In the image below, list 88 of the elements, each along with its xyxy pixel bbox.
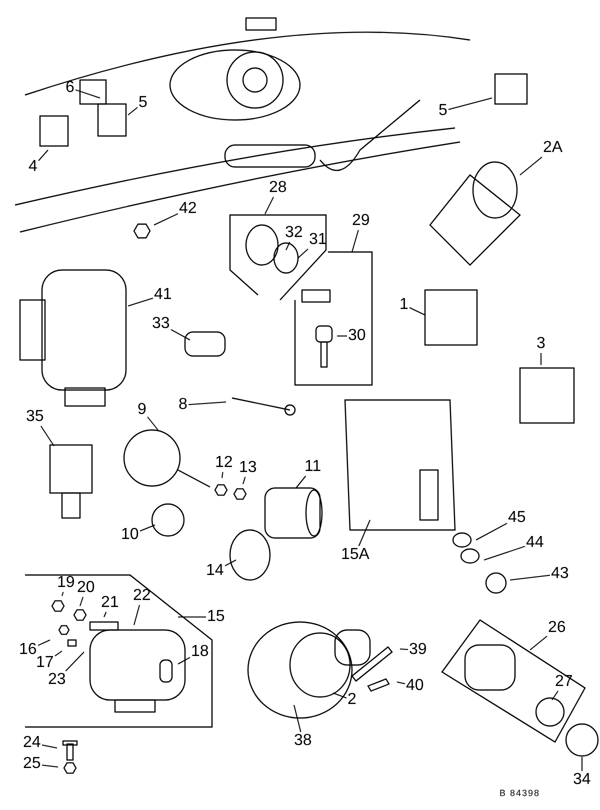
- callout-number: 21: [101, 595, 119, 611]
- callout-number: 15: [207, 609, 225, 625]
- leader-line: [54, 650, 62, 656]
- callout-number: 11: [304, 459, 322, 475]
- leader-line: [42, 764, 58, 768]
- callout-number: 2A: [543, 140, 563, 156]
- callout-number: 12: [215, 455, 233, 471]
- leader-line: [128, 298, 154, 306]
- leader-line: [552, 690, 558, 700]
- leader-line: [358, 520, 370, 546]
- callout-number: 22: [133, 588, 151, 604]
- callout-number: 42: [179, 201, 197, 217]
- leader-line: [286, 242, 290, 250]
- callout-number: 4: [28, 159, 38, 175]
- callout-number: 26: [548, 620, 566, 636]
- leader-line: [42, 744, 58, 748]
- leader-line: [352, 230, 359, 252]
- leader-line: [476, 522, 508, 540]
- leader-line: [484, 546, 526, 560]
- leader-line: [62, 592, 64, 596]
- leader-line: [298, 248, 308, 258]
- leader-line: [332, 692, 347, 698]
- leader-line: [530, 636, 548, 650]
- leader-line: [65, 652, 84, 672]
- leader-line: [38, 640, 50, 646]
- leader-line: [134, 604, 140, 626]
- leader-line: [510, 574, 550, 580]
- callout-number: 19: [57, 575, 75, 591]
- leader-line: [147, 416, 158, 430]
- callout-number: 9: [138, 402, 146, 418]
- callout-number: 31: [309, 232, 327, 248]
- leader-line: [178, 616, 206, 618]
- callout-number: 45: [508, 510, 526, 526]
- callout-number: 40: [406, 678, 424, 694]
- callout-number: 30: [348, 328, 366, 344]
- leader-line: [400, 648, 408, 650]
- callout-number: 5: [138, 95, 148, 111]
- leader-line: [104, 612, 107, 618]
- leader-line: [178, 656, 190, 664]
- callout-number: 13: [239, 460, 257, 476]
- callout-number: 35: [26, 409, 44, 425]
- callout-number: 18: [191, 644, 209, 660]
- drawing-reference-number: B 84398: [499, 788, 540, 798]
- leader-line: [40, 426, 54, 446]
- leader-line: [296, 476, 306, 488]
- leader-line: [264, 196, 274, 214]
- leader-line: [540, 352, 542, 366]
- callout-number: 24: [23, 735, 41, 751]
- callout-number: 32: [285, 225, 303, 241]
- leader-line: [224, 560, 236, 566]
- callout-number: 25: [23, 756, 41, 772]
- callout-number: 15A: [341, 547, 370, 563]
- leader-line: [188, 402, 226, 406]
- callout-number: 44: [526, 535, 544, 551]
- callout-number: 28: [269, 180, 287, 196]
- callout-number: 14: [206, 563, 224, 579]
- callout-number: 2: [348, 692, 356, 708]
- callout-number: 39: [409, 642, 427, 658]
- leader-line: [242, 476, 246, 484]
- leader-line: [140, 524, 156, 532]
- leader-line: [170, 329, 190, 340]
- leader-line: [294, 704, 302, 732]
- leader-line: [154, 213, 178, 226]
- callout-number: 5: [438, 103, 448, 119]
- callout-number: 1: [400, 297, 408, 313]
- callout-number: 41: [154, 287, 172, 303]
- callout-number: 43: [551, 566, 569, 582]
- leader-line: [520, 156, 542, 176]
- callout-number: 34: [573, 772, 591, 788]
- callout-number: 8: [178, 397, 188, 413]
- callout-number: 20: [77, 580, 95, 596]
- callout-number: 17: [36, 655, 54, 671]
- leader-line: [75, 89, 100, 98]
- leader-line: [396, 682, 406, 684]
- leader-line: [38, 150, 48, 162]
- callout-number: 38: [294, 733, 312, 749]
- leader-line: [448, 98, 492, 110]
- callout-number: 23: [48, 672, 66, 688]
- leader-line: [222, 472, 224, 478]
- callout-number: 16: [19, 642, 37, 658]
- leader-line: [128, 106, 138, 116]
- leader-line: [409, 307, 426, 316]
- leader-line: [80, 596, 84, 606]
- callout-number: 33: [152, 316, 170, 332]
- callout-number: 29: [352, 213, 370, 229]
- callout-number: 6: [66, 80, 74, 96]
- callout-number: 10: [121, 527, 139, 543]
- callout-number: 3: [536, 336, 546, 352]
